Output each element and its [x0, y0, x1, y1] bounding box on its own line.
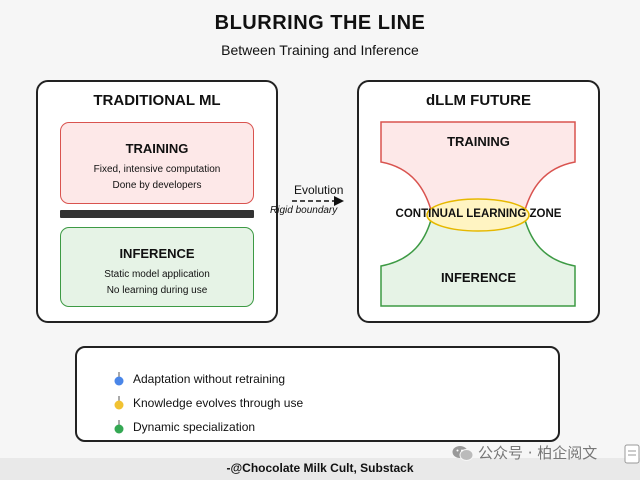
evolution-arrow-icon: [292, 196, 344, 206]
future-inference-label: INFERENCE: [440, 270, 517, 285]
legend-text: Knowledge evolves through use: [133, 396, 304, 410]
future-training-label: TRAINING: [447, 134, 510, 149]
legend-text: Dynamic specialization: [133, 420, 256, 434]
footer-bar: -@Chocolate Milk Cult, Substack: [0, 458, 640, 480]
traditional-training-line: Fixed, intensive computation: [93, 164, 221, 175]
evolution-label: Evolution: [294, 183, 344, 197]
traditional-inference-box: INFERENCE Static model application No le…: [60, 227, 254, 307]
traditional-ml-heading: TRADITIONAL ML: [93, 92, 221, 109]
traditional-inference-title: INFERENCE: [119, 246, 195, 261]
rigid-boundary-bar: [60, 210, 254, 218]
legend-text: Adaptation without retraining: [133, 372, 286, 386]
traditional-training-title: TRAINING: [125, 141, 189, 156]
continual-learning-zone-label: CONTINUAL LEARNING ZONE: [395, 208, 562, 220]
watermark-text: 公众号 · 柏企阅文: [478, 444, 598, 462]
rigid-boundary-label: Rigid boundary: [270, 205, 338, 216]
pin-yellow-icon: [114, 396, 124, 410]
image-icon: [624, 444, 640, 464]
wechat-icon: [452, 445, 474, 461]
diagram-subtitle: Between Training and Inference: [221, 42, 419, 58]
continual-learning-shape: [380, 121, 576, 307]
traditional-inference-line: No learning during use: [106, 285, 208, 296]
legend-box: Adaptation without retraining Knowledge …: [75, 346, 560, 442]
dllm-future-heading: dLLM FUTURE: [426, 92, 531, 109]
dllm-future-panel: dLLM FUTURE TRAINING CONTINUAL LEARNING …: [357, 80, 600, 323]
footer-credit: -@Chocolate Milk Cult, Substack: [226, 461, 414, 475]
pin-blue-icon: [114, 372, 124, 386]
diagram-title: BLURRING THE LINE: [214, 12, 426, 34]
traditional-ml-panel: TRADITIONAL ML TRAINING Fixed, intensive…: [36, 80, 278, 323]
traditional-inference-line: Static model application: [104, 269, 210, 280]
pin-green-icon: [114, 420, 124, 434]
traditional-training-line: Done by developers: [112, 180, 202, 191]
watermark: 公众号 · 柏企阅文: [452, 442, 597, 463]
traditional-training-box: TRAINING Fixed, intensive computation Do…: [60, 122, 254, 204]
